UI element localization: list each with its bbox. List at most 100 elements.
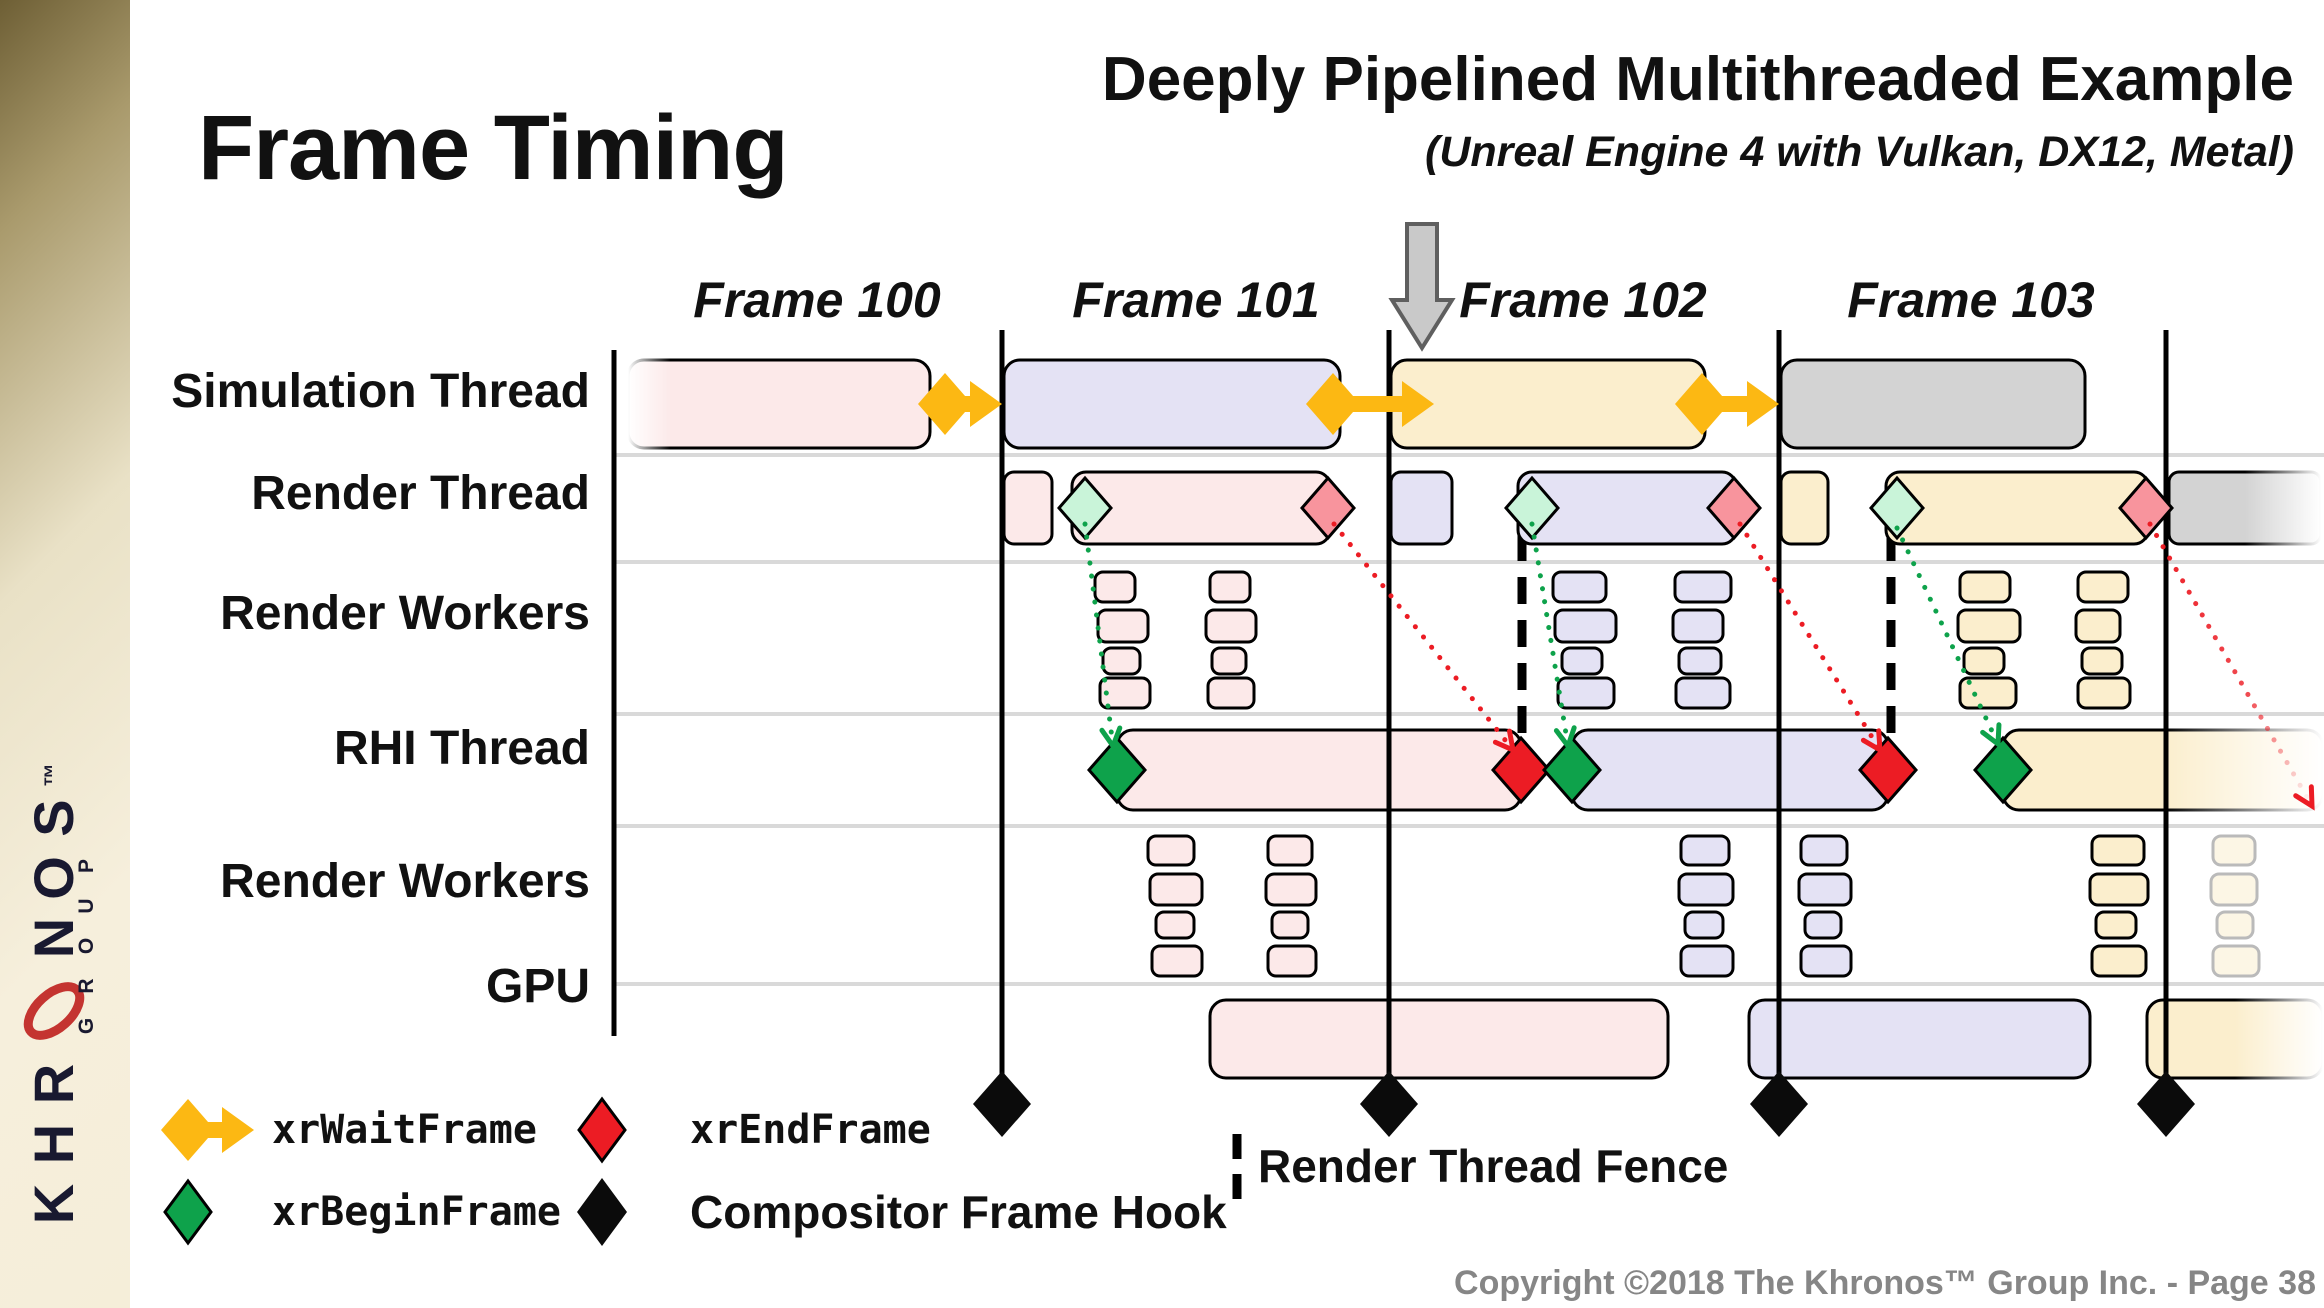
render-worker-task-faded	[2209, 872, 2259, 907]
render-worker-task	[1803, 910, 1843, 940]
row-label-render-workers-bottom: Render Workers	[220, 855, 590, 908]
render-end-diamond	[2118, 475, 2174, 541]
legend-label-xrbeginframe: xrBeginFrame	[272, 1189, 561, 1235]
render-worker-task	[2076, 676, 2132, 710]
render-worker-task	[1679, 834, 1731, 867]
render-worker-task-faded	[2211, 944, 2261, 978]
legend-label-compositor-frame-hook: Compositor Frame Hook	[690, 1186, 1227, 1238]
render-worker-task	[1204, 608, 1258, 644]
render-worker-task	[1958, 676, 2018, 710]
end-dependency-arrow-head	[1492, 728, 1517, 755]
row-label-rhi-thread: RHI Thread	[333, 722, 590, 775]
render-end-diamond	[1706, 475, 1762, 541]
row-label-simulation-thread: Simulation Thread	[171, 365, 590, 418]
frame-label-103: Frame 103	[1847, 272, 2095, 328]
render-worker-task	[2080, 646, 2124, 676]
end-dependency-arrow	[1737, 521, 1883, 753]
render-worker-task	[1266, 944, 1318, 978]
end-dependency-arrow-head	[2293, 784, 2315, 811]
gpu-bar	[1208, 998, 1670, 1080]
xrwaitframe-diamond	[1675, 373, 1729, 435]
gpu-bar	[2145, 998, 2324, 1080]
render-worker-task	[1266, 834, 1314, 867]
render-begin-diamond	[1869, 475, 1925, 541]
copyright-text: Copyright ©2018 The Khronos™ Group Inc. …	[1454, 1264, 2316, 1302]
end-dependency-arrow-head	[1860, 728, 1883, 755]
page-title: Frame Timing	[198, 96, 789, 199]
render-worker-task	[1093, 570, 1137, 604]
rhi-thread-bar	[1570, 728, 1890, 812]
xrbeginframe-diamond	[1542, 735, 1602, 805]
render-end-diamond	[1300, 475, 1356, 541]
wait-arrow-head	[1402, 381, 1434, 427]
compositor-frame-hook-diamond	[973, 1071, 1031, 1137]
rhi-thread-bar	[1115, 728, 1523, 812]
render-worker-task	[1264, 872, 1318, 907]
render-worker-task-faded	[2211, 834, 2257, 867]
render-worker-task	[1154, 910, 1196, 940]
render-worker-task	[1551, 570, 1608, 604]
render-worker-task	[1958, 570, 2012, 604]
render-worker-task	[2088, 872, 2150, 907]
end-diamond-icon	[577, 1096, 627, 1164]
render-thread-lead-bar	[1002, 470, 1054, 546]
render-begin-diamond	[1504, 475, 1560, 541]
row-label-render-thread: Render Thread	[251, 467, 590, 520]
frame-label-101: Frame 101	[1072, 272, 1320, 328]
render-worker-task-faded	[2215, 910, 2255, 940]
legend-label-render-thread-fence: Render Thread Fence	[1258, 1140, 1729, 1192]
row-label-gpu: GPU	[485, 960, 590, 1013]
render-worker-task	[1098, 676, 1152, 710]
begin-diamond-icon	[163, 1178, 213, 1246]
render-worker-task	[2076, 570, 2130, 604]
render-worker-task	[1553, 608, 1618, 644]
render-worker-task	[1096, 608, 1150, 644]
render-worker-task	[1679, 944, 1735, 978]
frame-label-102: Frame 102	[1459, 272, 1707, 328]
render-worker-task	[1270, 910, 1310, 940]
render-begin-diamond	[1057, 475, 1113, 541]
render-worker-task	[2074, 608, 2122, 644]
simulation-bar	[1002, 358, 1342, 450]
render-worker-task	[1556, 676, 1616, 710]
frame-label-100: Frame 100	[693, 272, 941, 328]
render-worker-task	[1799, 944, 1853, 978]
render-worker-task	[2090, 944, 2148, 978]
render-worker-task	[1206, 676, 1256, 710]
xrbeginframe-diamond	[1973, 735, 2033, 805]
render-worker-task	[1208, 570, 1252, 604]
render-worker-task	[1673, 570, 1733, 604]
simulation-bar	[1779, 358, 2087, 450]
end-dependency-arrow	[1331, 521, 1516, 753]
render-worker-task	[1148, 872, 1204, 907]
legend-label-xrwaitframe: xrWaitFrame	[272, 1107, 537, 1153]
begin-dependency-arrow-head	[1553, 725, 1577, 752]
render-worker-task	[2090, 834, 2146, 867]
diagram-subtitle: (Unreal Engine 4 with Vulkan, DX12, Meta…	[1425, 128, 2294, 176]
simulation-bar	[1389, 358, 1707, 450]
wait-arrow-head	[222, 1107, 254, 1153]
render-worker-task	[1210, 646, 1248, 676]
compositor-frame-hook-diamond	[2137, 1071, 2195, 1137]
begin-dependency-arrow-head	[1099, 725, 1123, 752]
render-worker-task	[1677, 872, 1735, 907]
xrwaitframe-diamond	[918, 373, 972, 435]
khronos-o-swoosh-icon	[23, 982, 85, 1040]
begin-dependency-arrow	[1529, 521, 1571, 749]
render-worker-task	[2094, 910, 2138, 940]
render-worker-task	[1146, 834, 1196, 867]
wait-arrow-head	[970, 381, 1002, 427]
hook-diamond-icon	[577, 1178, 627, 1246]
compositor-frame-hook-diamond	[1750, 1071, 1808, 1137]
row-label-render-workers-top: Render Workers	[220, 587, 590, 640]
begin-dependency-arrow	[1894, 525, 2001, 747]
begin-dependency-arrow	[1082, 521, 1116, 749]
wait-arrow-head	[1747, 381, 1779, 427]
compositor-down-arrow-icon	[1388, 222, 1456, 352]
gpu-bar	[1747, 998, 2092, 1080]
render-worker-task	[1677, 646, 1723, 676]
